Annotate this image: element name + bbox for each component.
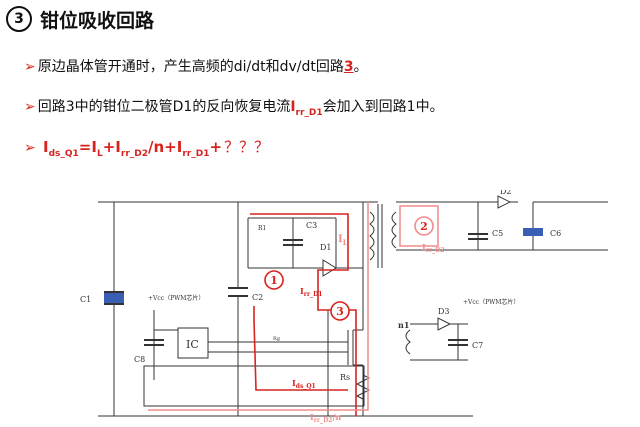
bullet-2-text: 回路3中的钳位二极管D1的反向恢复电流 <box>37 99 291 115</box>
page-title: 3 钳位吸收回路 <box>6 4 154 34</box>
svg-text:Ids_Q1: Ids_Q1 <box>292 378 316 390</box>
svg-text:Irr_D2: Irr_D2 <box>422 242 444 254</box>
svg-text:1: 1 <box>270 274 278 287</box>
svg-text:D3: D3 <box>438 307 450 316</box>
loop-markers: 1 3 2 <box>264 216 434 321</box>
svg-text:IC: IC <box>186 338 199 351</box>
svg-text:Rg: Rg <box>273 336 281 342</box>
svg-text:2: 2 <box>420 220 428 233</box>
bullet-1-highlight: 3 <box>343 59 354 75</box>
svg-text:3: 3 <box>336 305 344 318</box>
current-formula: ➢ Ids_Q1=IL+Irr_D2/n+Irr_D1+？？？ <box>24 138 270 159</box>
svg-text:+Vcc（PWM芯片）: +Vcc（PWM芯片） <box>463 298 519 306</box>
arrow-bullet-icon: ➢ <box>24 59 36 75</box>
bullet-1-text: 原边晶体管开通时，产生高频的di/dt和dv/dt回路 <box>37 59 344 75</box>
bullet-2-highlight: Irr_D1 <box>290 99 323 118</box>
section-number: 3 <box>6 6 32 32</box>
svg-text:n1: n1 <box>398 320 409 330</box>
svg-text:C3: C3 <box>306 221 317 230</box>
svg-text:C1: C1 <box>80 295 91 304</box>
section-title: 钳位吸收回路 <box>40 9 155 32</box>
svg-text:Irr_D1: Irr_D1 <box>300 286 322 298</box>
svg-text:Irr_D2/n: Irr_D2/n <box>310 412 341 424</box>
arrow-bullet-icon: ➢ <box>24 140 36 156</box>
svg-text:Rs: Rs <box>340 373 350 382</box>
flyback-circuit-diagram: C1 C2 C3 C5 C6 C7 C8 D1 D2 D3 R1 Rs n1 I… <box>80 190 608 424</box>
arrow-bullet-icon: ➢ <box>24 99 36 115</box>
svg-text:R1: R1 <box>258 225 266 232</box>
svg-text:D1: D1 <box>320 243 332 252</box>
svg-text:C2: C2 <box>252 293 263 302</box>
svg-text:IL: IL <box>338 234 348 247</box>
svg-text:C5: C5 <box>492 229 503 238</box>
bullet-1-end: 。 <box>353 59 368 75</box>
svg-text:C7: C7 <box>472 341 483 350</box>
svg-text:C6: C6 <box>550 229 561 238</box>
bullet-2-end: 会加入到回路1中。 <box>322 99 444 115</box>
svg-text:+Vcc（PWM芯片）: +Vcc（PWM芯片） <box>148 294 204 302</box>
svg-text:C8: C8 <box>134 355 145 364</box>
svg-text:D2: D2 <box>500 190 512 196</box>
